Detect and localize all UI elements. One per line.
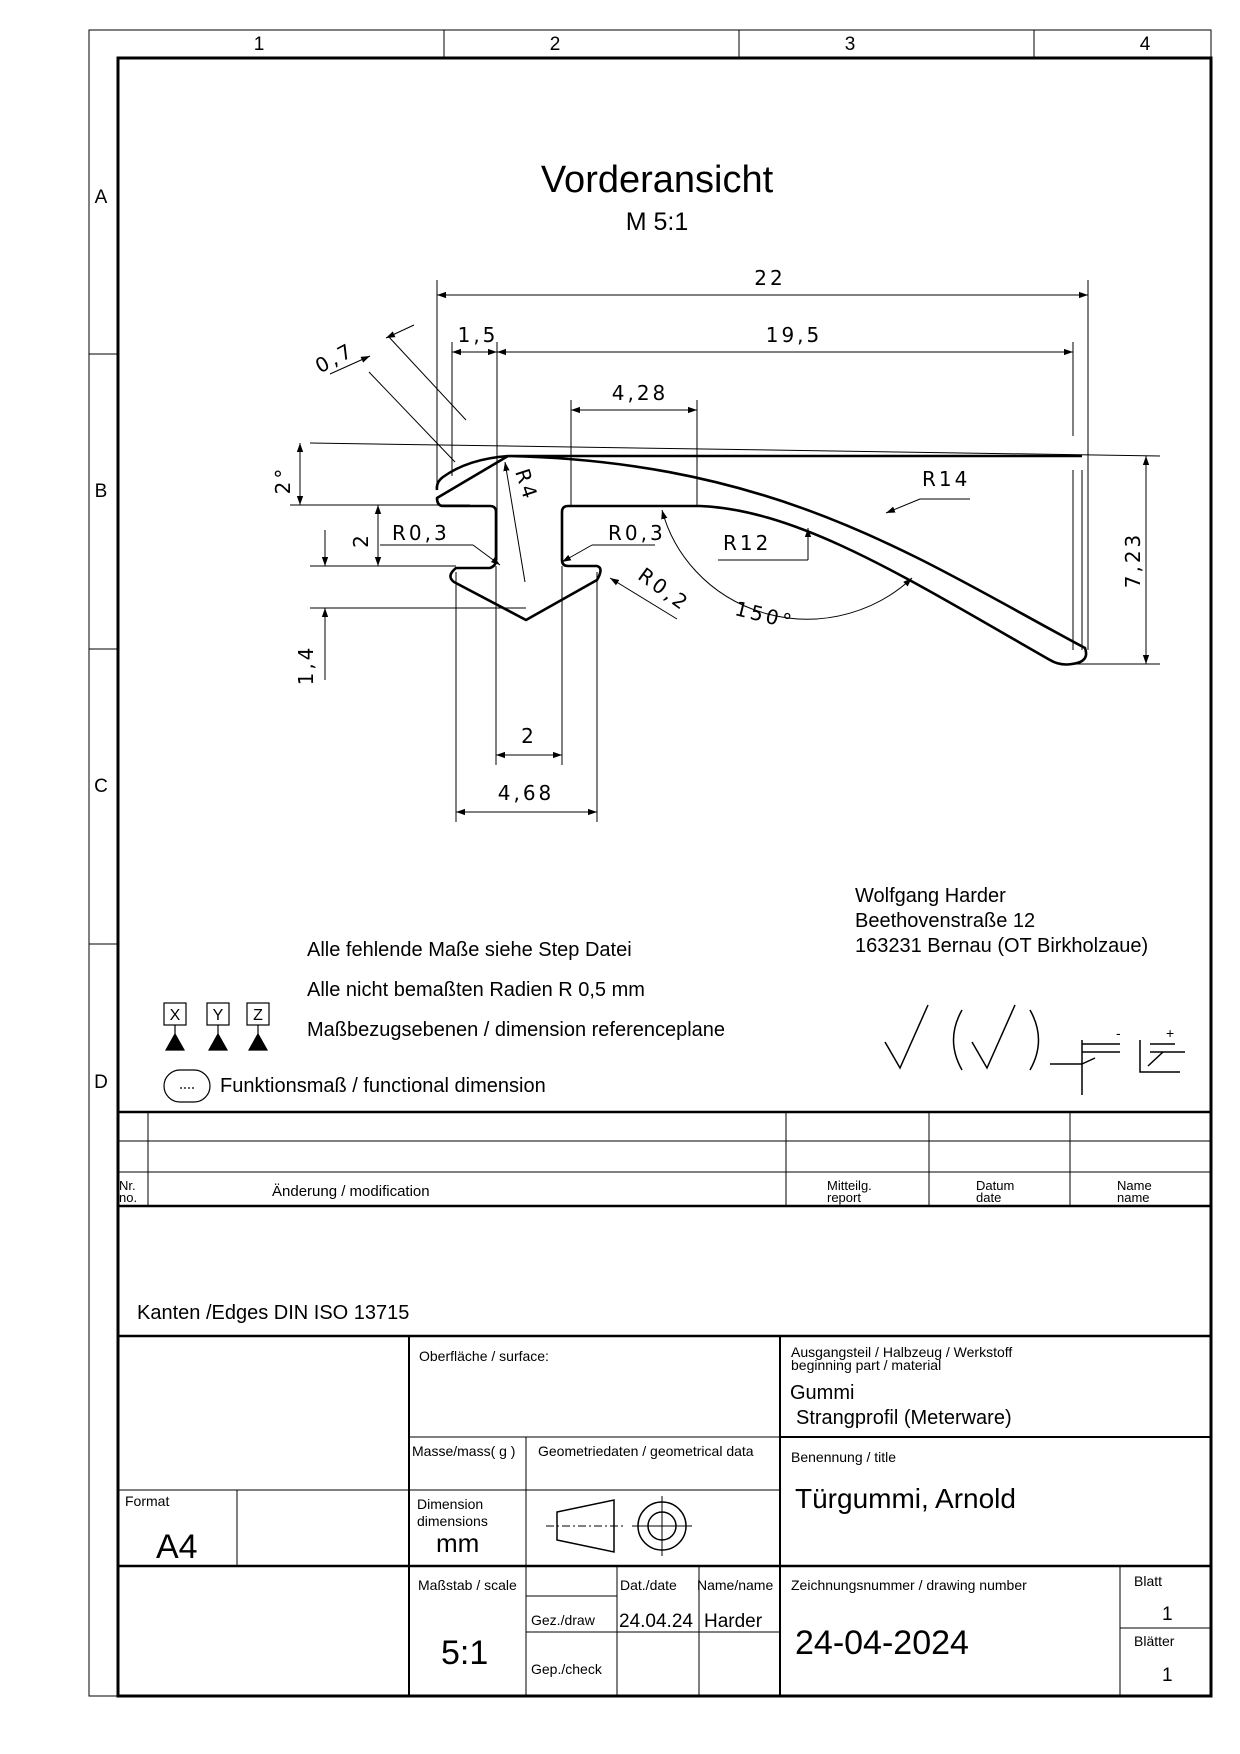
drawing-notes: Alle fehlende Maße siehe Step Datei Alle… — [220, 939, 725, 1097]
material-value-2: Strangprofil (Meterware) — [796, 1407, 1012, 1429]
note-reference-planes: Maßbezugsebenen / dimension referencepla… — [307, 1019, 725, 1041]
dim-total-height: 7,23 — [1121, 532, 1145, 589]
check-label: Gep./check — [531, 1661, 603, 1677]
drawing-number-label: Zeichnungsnummer / drawing number — [791, 1577, 1027, 1593]
dimension-lines — [290, 280, 1160, 822]
dim-height-14: 1,4 — [294, 645, 318, 686]
datum-z: Z — [253, 1007, 263, 1024]
drawing-number: 24-04-2024 — [795, 1624, 969, 1662]
surface-minus-label: - — [1116, 1025, 1121, 1041]
rev-change-label: Änderung / modification — [272, 1183, 430, 1200]
grid-row-b: B — [95, 481, 108, 502]
datum-symbols — [163, 1002, 270, 1103]
dim-angle-150: 150° — [733, 596, 797, 634]
dimension-label-1: Dimension — [417, 1496, 483, 1512]
sheets-label: Blätter — [1134, 1633, 1175, 1649]
dim-foot-width: 4,68 — [498, 781, 555, 805]
rev-name-label: Name — [1117, 1178, 1152, 1193]
dim-angle-small: 2° — [271, 466, 295, 495]
dim-neck-width: 2 — [521, 724, 537, 748]
grid-col-3: 3 — [845, 34, 856, 55]
dim-top-slot: 4,28 — [612, 381, 669, 405]
format-label: Format — [125, 1493, 169, 1509]
dimension-label-2: dimensions — [417, 1513, 488, 1529]
author-name: Wolfgang Harder — [855, 885, 1006, 907]
dim-r03-right: R0,3 — [608, 521, 666, 545]
author-city: 163231 Bernau (OT Birkholzaue) — [855, 935, 1148, 957]
grid-col-1: 1 — [254, 34, 265, 55]
part-title: Türgummi, Arnold — [795, 1483, 1016, 1514]
drawn-label: Gez./draw — [531, 1612, 596, 1628]
drawn-date: 24.04.24 — [619, 1611, 693, 1632]
dim-r12: R12 — [723, 531, 771, 555]
rev-date-label: Datum — [976, 1178, 1014, 1193]
rev-report-en: report — [827, 1190, 861, 1205]
dim-lip-length: 19,5 — [766, 323, 823, 347]
sheet-value: 1 — [1162, 1604, 1173, 1625]
sheet-label: Blatt — [1134, 1573, 1162, 1589]
dim-overall-width: 22 — [754, 266, 785, 290]
rev-nr-label: Nr. — [119, 1178, 136, 1193]
datum-y: Y — [213, 1007, 224, 1024]
mass-label: Masse/mass( g ) — [412, 1443, 515, 1459]
dimension-texts: 22 1,5 19,5 4,28 0,7 2° 2 1,4 R4 R0,3 R0… — [271, 266, 1145, 805]
rev-name-en: name — [1117, 1190, 1150, 1205]
note-functional-dimension: Funktionsmaß / functional dimension — [220, 1075, 546, 1097]
surface-label: Oberfläche / surface: — [419, 1348, 549, 1364]
title-block-texts: Oberfläche / surface: Ausgangsteil / Hal… — [125, 1344, 1175, 1686]
geometry-symbols — [546, 1496, 692, 1556]
scale-value: 5:1 — [441, 1634, 488, 1672]
drawn-name: Harder — [704, 1611, 763, 1632]
note-missing-dimensions: Alle fehlende Maße siehe Step Datei — [307, 939, 632, 961]
edges-standard: Kanten /Edges DIN ISO 13715 — [137, 1302, 409, 1324]
revision-headers: Nr. no. Änderung / modification Mitteilg… — [119, 1178, 1152, 1205]
rev-no-label: no. — [119, 1190, 137, 1205]
grid-labels: 1 2 3 4 A B C D — [94, 34, 1151, 1093]
datum-x: X — [170, 1007, 181, 1024]
date-label: Dat./date — [620, 1577, 677, 1593]
note-radii: Alle nicht bemaßten Radien R 0,5 mm — [307, 979, 645, 1001]
dim-height-2: 2 — [349, 532, 373, 548]
name-label: Name/name — [697, 1577, 773, 1593]
sheet-frame — [88, 29, 1213, 1698]
dim-flange-width: 1,5 — [458, 323, 499, 347]
unit-value: mm — [436, 1528, 479, 1558]
grid-col-4: 4 — [1140, 34, 1151, 55]
rev-date-en: date — [976, 1190, 1001, 1205]
dim-r02: R0,2 — [634, 563, 695, 616]
geometry-label: Geometriedaten / geometrical data — [538, 1443, 754, 1459]
datum-letters: X Y Z — [170, 1007, 263, 1024]
grid-row-c: C — [94, 776, 108, 797]
dim-r03-left: R0,3 — [392, 521, 450, 545]
grid-row-a: A — [95, 187, 108, 208]
sheets-value: 1 — [1162, 1665, 1173, 1686]
surface-plus-label: + — [1166, 1025, 1174, 1041]
view-title: Vorderansicht — [541, 159, 774, 201]
material-label-2: beginning part / material — [791, 1357, 941, 1373]
dim-r4: R4 — [510, 466, 543, 504]
format-value: A4 — [156, 1528, 198, 1566]
material-value-1: Gummi — [790, 1382, 854, 1404]
rev-report-label: Mitteilg. — [827, 1178, 872, 1193]
material-label-1: Ausgangsteil / Halbzeug / Werkstoff — [791, 1344, 1012, 1360]
revision-table — [118, 1110, 1211, 1208]
author-address: Wolfgang Harder Beethovenstraße 12 16323… — [855, 885, 1148, 957]
scale-label: Maßstab / scale — [418, 1577, 517, 1593]
title-block-grid — [118, 1334, 1211, 1696]
dim-r14: R14 — [922, 467, 970, 491]
surface-finish-symbols — [884, 1004, 1185, 1095]
view-scale: M 5:1 — [626, 208, 689, 236]
grid-row-d: D — [94, 1072, 108, 1093]
title-label: Benennung / title — [791, 1449, 896, 1465]
author-street: Beethovenstraße 12 — [855, 910, 1035, 932]
grid-col-2: 2 — [550, 34, 561, 55]
